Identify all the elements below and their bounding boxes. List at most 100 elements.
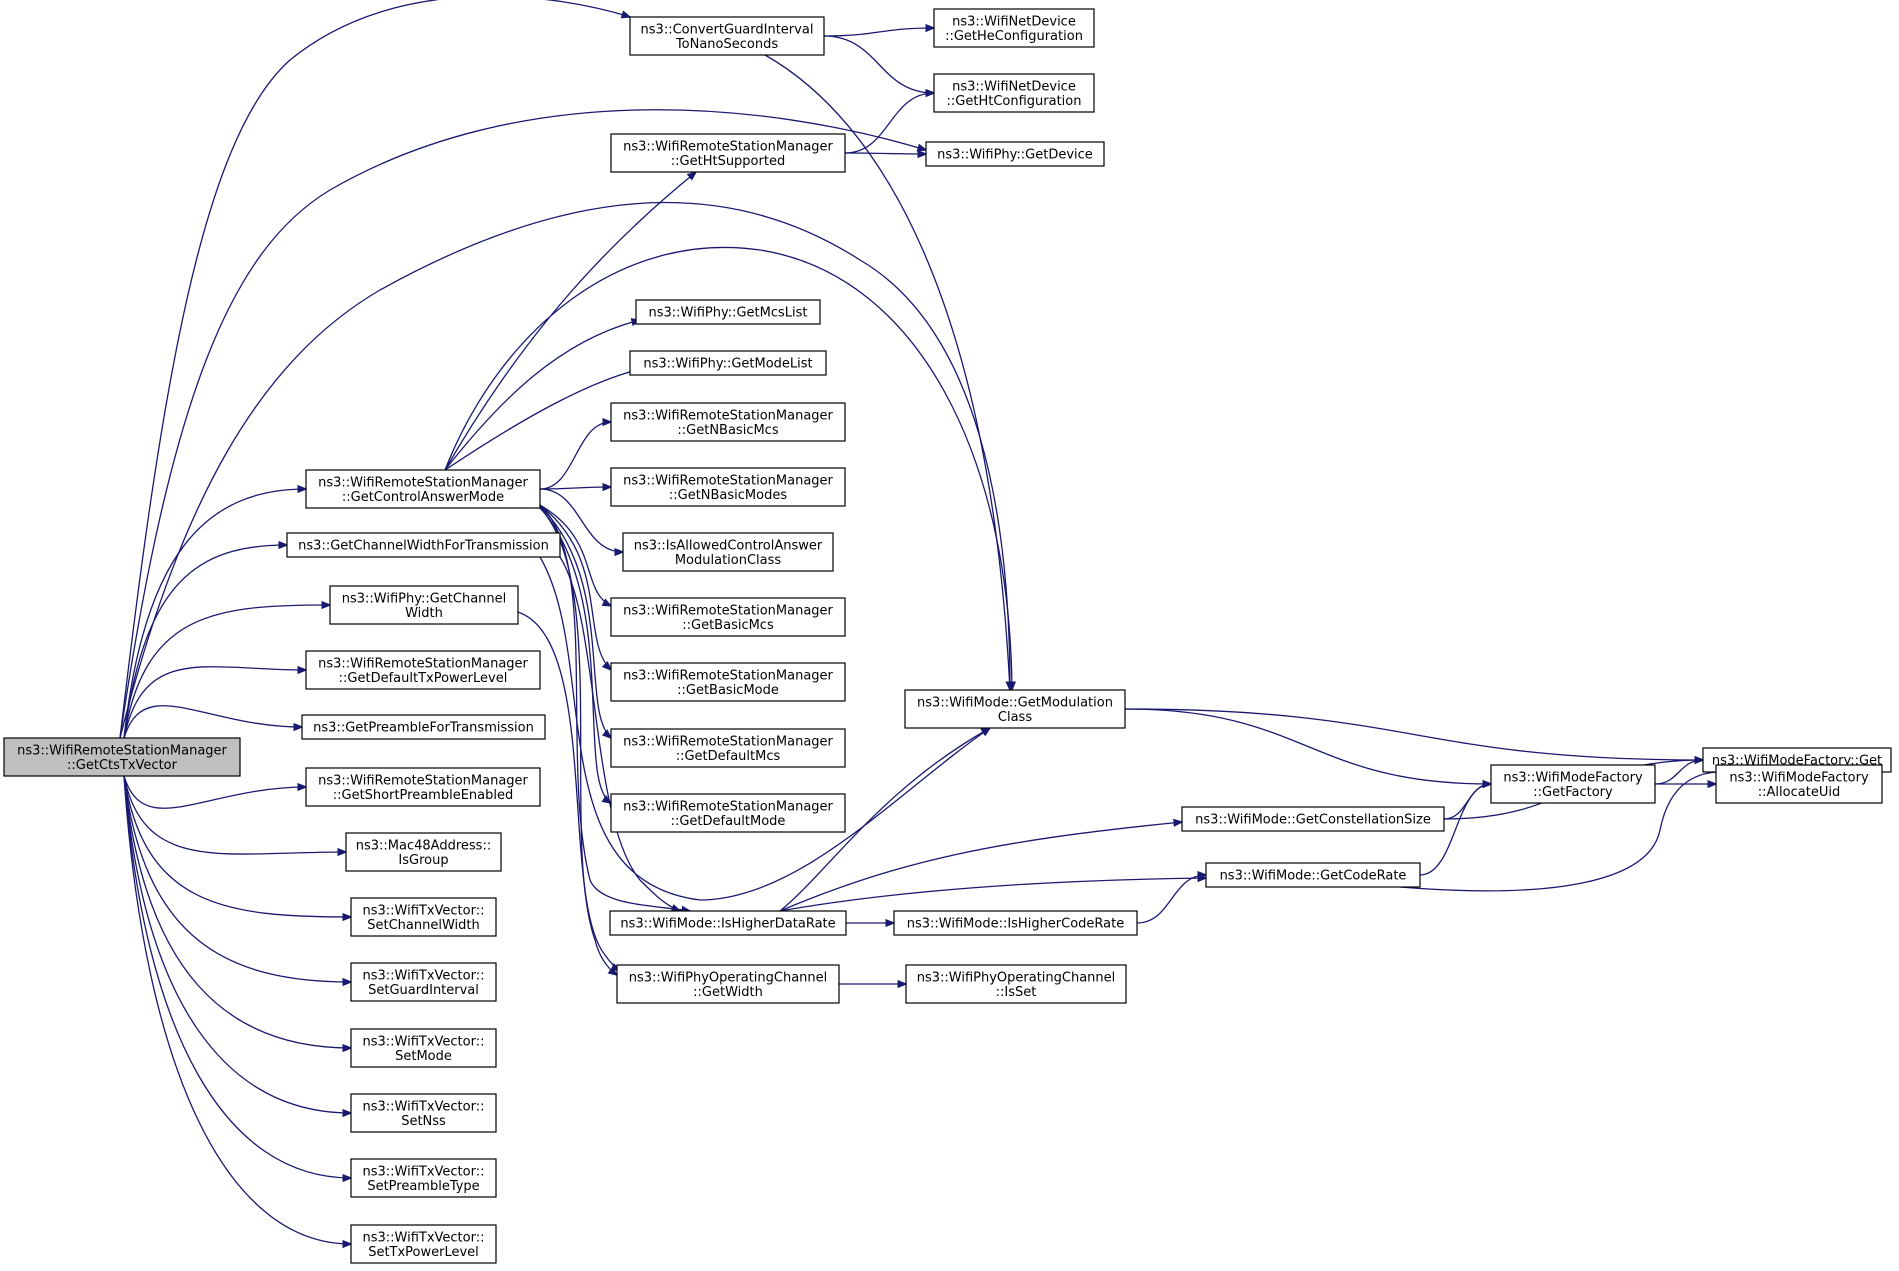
call-edge-root-to-tx_pre xyxy=(123,775,351,1178)
edge-path xyxy=(119,201,1010,739)
function-node-mode_hdr[interactable]: ns3::WifiMode::IsHigherDataRate xyxy=(609,910,847,936)
function-node-rsm_nbmodes[interactable]: ns3::WifiRemoteStationManager::GetNBasic… xyxy=(610,467,846,507)
function-node-mode_const[interactable]: ns3::WifiMode::GetConstellationSize xyxy=(1181,806,1445,832)
function-node-mode_code[interactable]: ns3::WifiMode::GetCodeRate xyxy=(1205,862,1421,888)
node-label-line: ::GetShortPreambleEnabled xyxy=(333,788,514,803)
function-node-opch_set[interactable]: ns3::WifiPhyOperatingChannel::IsSet xyxy=(905,964,1127,1004)
function-node-rsm_dtxp[interactable]: ns3::WifiRemoteStationManager::GetDefaul… xyxy=(305,650,541,690)
node-label-line: ns3::WifiRemoteStationManager xyxy=(17,743,227,758)
call-edge-root-to-tx_pow xyxy=(123,775,351,1244)
function-node-rsm_nbmcs[interactable]: ns3::WifiRemoteStationManager::GetNBasic… xyxy=(610,402,846,442)
function-node-rsm_ctrl[interactable]: ns3::WifiRemoteStationManager::GetContro… xyxy=(305,469,541,509)
function-node-phy_mcs[interactable]: ns3::WifiPhy::GetMcsList xyxy=(635,299,821,325)
edge-path xyxy=(444,368,645,471)
function-node-phy_dev[interactable]: ns3::WifiPhy::GetDevice xyxy=(925,141,1105,167)
function-node-mac_group[interactable]: ns3::Mac48Address::IsGroup xyxy=(345,832,502,872)
edge-path xyxy=(444,246,1012,690)
function-node-nd_he[interactable]: ns3::WifiNetDevice::GetHeConfiguration xyxy=(933,8,1095,48)
node-box xyxy=(622,532,834,572)
node-box xyxy=(345,832,502,872)
function-node-phy_chw[interactable]: ns3::WifiPhy::GetChannelWidth xyxy=(329,585,519,625)
node-label-line: ns3::WifiRemoteStationManager xyxy=(623,408,833,423)
edge-path xyxy=(123,775,351,1113)
call-edge-mode_hdr-to-mode_code xyxy=(779,878,1206,912)
function-node-preamble[interactable]: ns3::GetPreambleForTransmission xyxy=(301,714,546,740)
call-edge-mode_code-to-mf_get xyxy=(1399,772,1730,892)
node-label-line: ns3::WifiRemoteStationManager xyxy=(623,668,833,683)
call-edge-mode_hcr-to-mode_code xyxy=(1136,875,1206,924)
function-node-root[interactable]: ns3::WifiRemoteStationManager::GetCtsTxV… xyxy=(3,737,241,777)
call-edge-rsm_ctrl-to-rsm_bmode xyxy=(539,504,611,670)
function-node-mf_factory[interactable]: ns3::WifiModeFactory::GetFactory xyxy=(1490,764,1656,804)
node-label-line: ::GetHeConfiguration xyxy=(945,29,1083,44)
function-node-tx_pow[interactable]: ns3::WifiTxVector::SetTxPowerLevel xyxy=(350,1224,497,1264)
node-box xyxy=(610,133,846,173)
node-label-line: ToNanoSeconds xyxy=(675,37,778,52)
function-node-mf_uid[interactable]: ns3::WifiModeFactory::AllocateUid xyxy=(1715,764,1883,804)
function-node-tx_gi[interactable]: ns3::WifiTxVector::SetGuardInterval xyxy=(350,962,497,1002)
node-box xyxy=(610,793,846,833)
edge-path xyxy=(539,487,611,489)
node-label-line: ns3::WifiNetDevice xyxy=(952,79,1076,94)
node-label-line: ns3::WifiModeFactory xyxy=(1729,770,1869,785)
call-edge-mode_code-to-mf_factory xyxy=(1419,784,1491,876)
node-label-line: ns3::WifiTxVector:: xyxy=(362,1164,484,1179)
node-label-line: ns3::Mac48Address:: xyxy=(356,838,491,853)
call-edge-root-to-chwidth xyxy=(123,545,287,739)
node-label-line: ns3::ConvertGuardInterval xyxy=(641,22,814,37)
node-box xyxy=(629,350,827,376)
call-edge-root-to-preamble xyxy=(123,705,302,739)
call-edge-root-to-convgi xyxy=(119,0,630,739)
node-label-line: ::GetFactory xyxy=(1533,785,1613,800)
function-node-chwidth[interactable]: ns3::GetChannelWidthForTransmission xyxy=(286,532,561,558)
node-label-line: SetTxPowerLevel xyxy=(368,1245,479,1260)
node-box xyxy=(610,728,846,768)
call-edge-rsm_ctrl-to-rsm_bmcs xyxy=(539,504,611,606)
node-label-line: ns3::WifiNetDevice xyxy=(952,14,1076,29)
function-node-nd_ht[interactable]: ns3::WifiNetDevice::GetHtConfiguration xyxy=(933,73,1095,113)
edge-path xyxy=(539,504,611,670)
node-box xyxy=(305,650,541,690)
edge-path xyxy=(123,775,351,917)
node-box xyxy=(905,964,1127,1004)
function-node-phy_mode[interactable]: ns3::WifiPhy::GetModeList xyxy=(629,350,827,376)
function-node-rsm_bmcs[interactable]: ns3::WifiRemoteStationManager::GetBasicM… xyxy=(610,597,846,637)
function-node-tx_mode[interactable]: ns3::WifiTxVector::SetMode xyxy=(350,1028,497,1068)
call-edge-root-to-mode_modclass xyxy=(119,201,1010,739)
call-edge-mode_hdr-to-mode_modclass xyxy=(779,728,990,912)
node-label-line: ns3::IsAllowedControlAnswer xyxy=(634,538,823,553)
call-edge-mode_hdr-to-mode_const xyxy=(779,822,1182,912)
function-node-isallowed[interactable]: ns3::IsAllowedControlAnswerModulationCla… xyxy=(622,532,834,572)
node-label-line: ns3::WifiRemoteStationManager xyxy=(623,799,833,814)
node-label-line: ::GetBasicMcs xyxy=(682,618,774,633)
function-node-rsm_dmode[interactable]: ns3::WifiRemoteStationManager::GetDefaul… xyxy=(610,793,846,833)
edge-path xyxy=(539,556,990,901)
node-label-line: ::GetBasicMode xyxy=(677,683,779,698)
edge-path xyxy=(123,705,302,739)
function-node-rsm_short[interactable]: ns3::WifiRemoteStationManager::GetShortP… xyxy=(305,767,541,807)
node-label-line: ns3::WifiRemoteStationManager xyxy=(318,656,528,671)
node-box xyxy=(3,737,241,777)
edge-path xyxy=(1654,760,1703,785)
function-node-tx_pre[interactable]: ns3::WifiTxVector::SetPreambleType xyxy=(350,1158,497,1198)
function-node-opch_w[interactable]: ns3::WifiPhyOperatingChannel::GetWidth xyxy=(616,964,840,1004)
node-box xyxy=(350,1028,497,1068)
function-node-rsm_dmcs[interactable]: ns3::WifiRemoteStationManager::GetDefaul… xyxy=(610,728,846,768)
node-label-line: SetGuardInterval xyxy=(368,983,479,998)
node-box xyxy=(1181,806,1445,832)
function-node-mode_hcr[interactable]: ns3::WifiMode::IsHigherCodeRate xyxy=(893,910,1138,936)
edge-path xyxy=(119,0,630,739)
edge-path xyxy=(539,488,623,552)
node-label-line: ::IsSet xyxy=(996,985,1037,1000)
function-node-rsm_bmode[interactable]: ns3::WifiRemoteStationManager::GetBasicM… xyxy=(610,662,846,702)
call-edge-rsm_ctrl-to-rsm_dmode xyxy=(539,506,611,803)
node-box xyxy=(893,910,1138,936)
call-edge-rsm_htsup-to-nd_ht xyxy=(844,93,934,154)
node-box xyxy=(610,597,846,637)
function-node-tx_chw[interactable]: ns3::WifiTxVector::SetChannelWidth xyxy=(350,897,497,937)
function-node-tx_nss[interactable]: ns3::WifiTxVector::SetNss xyxy=(350,1093,497,1133)
function-node-rsm_htsup[interactable]: ns3::WifiRemoteStationManager::GetHtSupp… xyxy=(610,133,846,173)
node-box xyxy=(629,16,825,56)
